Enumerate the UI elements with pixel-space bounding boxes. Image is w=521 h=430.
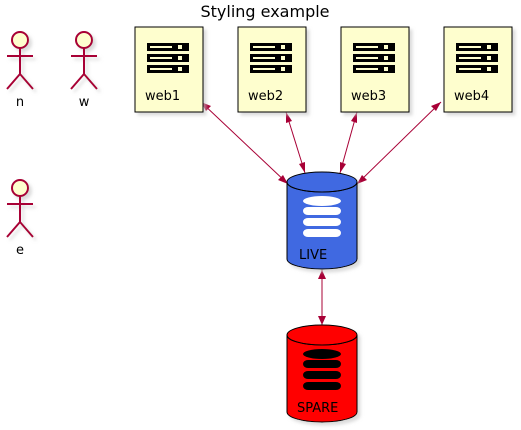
actor-w[interactable]: w [70,31,98,110]
server-rack-icon [353,43,395,73]
arrowhead [286,112,292,123]
node-label: LIVE [299,248,327,263]
database-cylinder [286,171,358,270]
arrowhead [351,112,357,123]
database-stack-icon [303,196,341,237]
node-web1[interactable]: web1 [134,26,204,113]
actor-figure-icon [70,31,98,90]
arrowhead [278,175,288,184]
actor-e[interactable]: e [6,179,34,258]
actor-figure-icon [6,179,34,238]
actor-label: w [79,95,90,110]
node-label: web2 [248,89,283,104]
server-rack-icon [147,43,189,73]
node-label: SPARE [297,401,338,416]
node-box [237,26,307,113]
node-web4[interactable]: web4 [443,26,513,113]
edge-web2-live [285,111,306,174]
actor-label: n [16,95,24,110]
node-live[interactable]: LIVE [286,171,358,270]
node-web3[interactable]: web3 [340,26,410,113]
edge-web3-live [339,111,358,174]
arrowhead [318,270,326,279]
node-label: web3 [351,89,386,104]
node-spare[interactable]: SPARE [286,324,358,423]
edge-web4-live [356,101,442,185]
actor-label: e [16,243,24,258]
arrowhead [431,102,441,111]
arrowhead [299,162,305,173]
server-rack-icon [250,43,292,73]
node-label: web1 [145,89,180,104]
edges [200,101,442,325]
actor-n[interactable]: n [6,31,34,110]
database-stack-icon [303,349,341,390]
arrowhead [340,162,346,173]
node-box [443,26,513,113]
actor-figure-icon [6,31,34,90]
arrowhead [318,316,326,325]
server-rack-icon [456,43,498,73]
edge-web1-live [200,101,289,185]
arrowhead [357,175,367,184]
diagram-title: Styling example [200,2,329,21]
node-web2[interactable]: web2 [237,26,307,113]
node-label: web4 [454,89,489,104]
